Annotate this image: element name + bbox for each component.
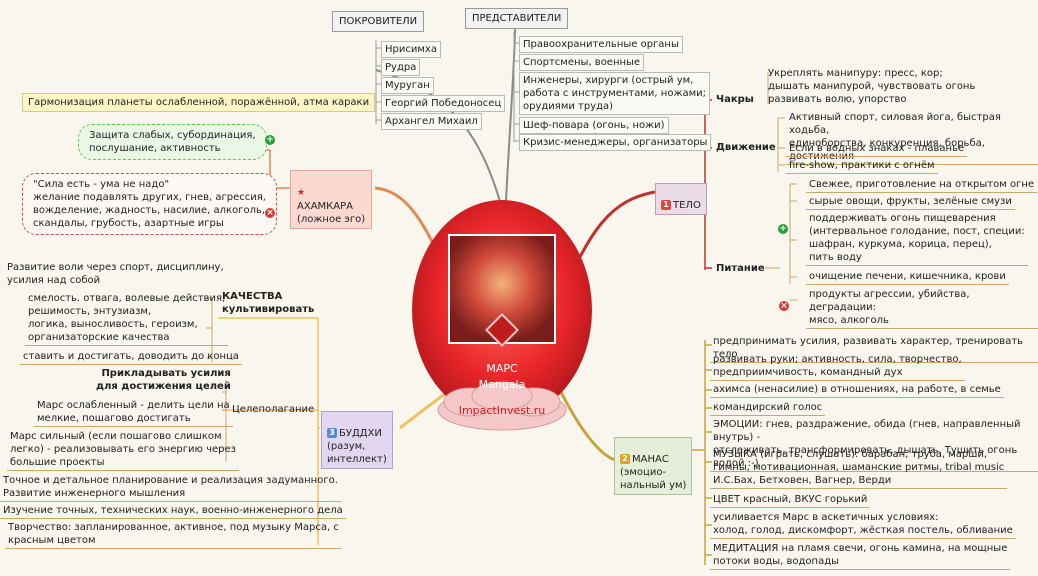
goal-setting-label[interactable]: Целеполагание — [232, 404, 315, 415]
priority-2-icon: 2 — [620, 454, 630, 464]
goal-item[interactable]: Марс ослабленный - делить цели на мелкие… — [34, 398, 233, 427]
patron-item[interactable]: Нрисимха — [381, 41, 441, 58]
patron-item[interactable]: Рудра — [381, 59, 421, 76]
nutrition-minus-item[interactable]: продукты агрессии, убийства, деградации:… — [806, 287, 1038, 329]
manas-item[interactable]: МЕДИТАЦИЯ на пламя свечи, огонь камина, … — [710, 541, 1011, 570]
goal-head[interactable]: Прикладывать усилия для достижения целей — [96, 368, 231, 392]
patron-item[interactable]: Муруган — [381, 77, 434, 94]
plus-icon: + — [778, 224, 788, 234]
goal-item[interactable]: Марс сильный (если пошагово слишком легк… — [7, 429, 239, 471]
plus-icon: + — [265, 135, 275, 145]
mars-deity-image — [448, 234, 556, 347]
buddhi-item[interactable]: Творчество: запланированное, активное, п… — [5, 520, 342, 549]
rep-item[interactable]: Инженеры, хирурги (острый ум, работа с и… — [519, 72, 710, 115]
center-subtitle: Mangala — [452, 364, 552, 392]
movement-label[interactable]: Движение — [716, 142, 776, 153]
manas-item[interactable]: командирский голос — [710, 400, 826, 416]
rep-item[interactable]: Кризис-менеджеры, организаторы — [519, 134, 712, 151]
buddhi-item[interactable]: Изучение точных, технических наук, военн… — [0, 503, 346, 519]
manas-item[interactable]: ЭМОЦИИ: гнев, раздражение, обида (гнев, … — [710, 417, 1038, 472]
chakras-text[interactable]: Укреплять манипуру: пресс, кор; дышать м… — [768, 68, 976, 105]
qualities-label[interactable]: КАЧЕСТВА культивировать — [222, 291, 315, 315]
center-title-ru: МАРС — [486, 362, 518, 375]
buddhi-item[interactable]: Точное и детальное планирование и реализ… — [0, 473, 341, 502]
movement-item[interactable]: Если в водных знаках - плаванье — [786, 141, 968, 157]
priority-3-icon: 3 — [327, 428, 337, 438]
chakras-label[interactable]: Чакры — [716, 94, 754, 105]
nutrition-item[interactable]: очищение печени, кишечника, крови — [806, 269, 1009, 285]
quality-item[interactable]: Развитие воли через спорт, дисциплину, у… — [7, 262, 224, 286]
nutrition-label[interactable]: Питание — [716, 263, 765, 274]
ahamkara-label: АХАМКАРА (ложное эго) — [297, 201, 366, 225]
ahamkara-minus-box[interactable]: "Сила есть - ума не надо" желание подавл… — [22, 173, 277, 235]
patron-item[interactable]: Архангел Михаил — [381, 113, 482, 130]
harmonization-note[interactable]: Гармонизация планеты ослабленной, поражё… — [22, 93, 376, 112]
rep-item[interactable]: Правоохранительные органы — [519, 36, 683, 53]
patrons-header[interactable]: ПОКРОВИТЕЛИ — [332, 11, 425, 32]
manas-item[interactable]: ЦВЕТ красный, ВКУС горький — [710, 492, 871, 508]
impactinvest-cloud — [437, 381, 567, 431]
manas-label: МАНАС (эмоцио- нальный ум) — [620, 454, 687, 491]
representatives-header[interactable]: ПРЕДСТАВИТЕЛИ — [465, 8, 569, 29]
priority-1-icon: 1 — [661, 200, 671, 210]
quality-item[interactable]: смелость. отвага, волевые действия, реши… — [25, 291, 229, 346]
rep-item[interactable]: Спортсмены, военные — [519, 54, 645, 71]
minus-icon: × — [779, 301, 789, 311]
movement-item[interactable]: fire-show, практики с огнём — [786, 158, 938, 174]
manas-item[interactable]: МУЗЫКА (играть, слушать): барабан, труба… — [710, 447, 1008, 489]
ahamkara-node[interactable]: ★ АХАМКАРА (ложное эго) — [290, 170, 373, 229]
nutrition-item[interactable]: Свежее, приготовление на открытом огне — [806, 177, 1038, 193]
manas-item[interactable]: ахимса (ненасилие) в отношениях, на рабо… — [710, 382, 1004, 398]
nutrition-item[interactable]: поддерживать огонь пищеварения (интервал… — [806, 211, 1028, 266]
manas-item[interactable]: усиливается Марс в аскетичных условиях: … — [710, 510, 1016, 539]
mars-yantra-icon — [485, 313, 519, 347]
buddhi-label: БУДДХИ (разум, интеллект) — [327, 428, 387, 465]
center-title-en: Mangala — [478, 378, 526, 391]
branch-manas — [558, 389, 616, 462]
nutrition-item[interactable]: сырые овощи, фрукты, зелёные смузи — [806, 194, 1015, 210]
rep-item[interactable]: Шеф-повара (огонь, ножи) — [519, 117, 669, 134]
patron-item[interactable]: Георгий Победоносец — [381, 95, 506, 112]
quality-item[interactable]: ставить и достигать, доводить до конца — [20, 349, 242, 365]
manas-item[interactable]: развивать руки; активность, сила, творче… — [710, 352, 965, 381]
manas-item[interactable]: предпринимать усилия, развивать характер… — [710, 334, 1038, 363]
cloud-label: ImpactInvest.ru — [458, 404, 546, 417]
branch-reps — [504, 24, 516, 221]
star-icon: ★ — [297, 188, 306, 198]
body-label: ТЕЛО — [673, 200, 701, 211]
center-title: МАРС — [452, 348, 552, 376]
minus-icon: × — [265, 208, 275, 218]
ahamkara-plus-box[interactable]: Защита слабых, субординация, послушание,… — [78, 124, 267, 160]
